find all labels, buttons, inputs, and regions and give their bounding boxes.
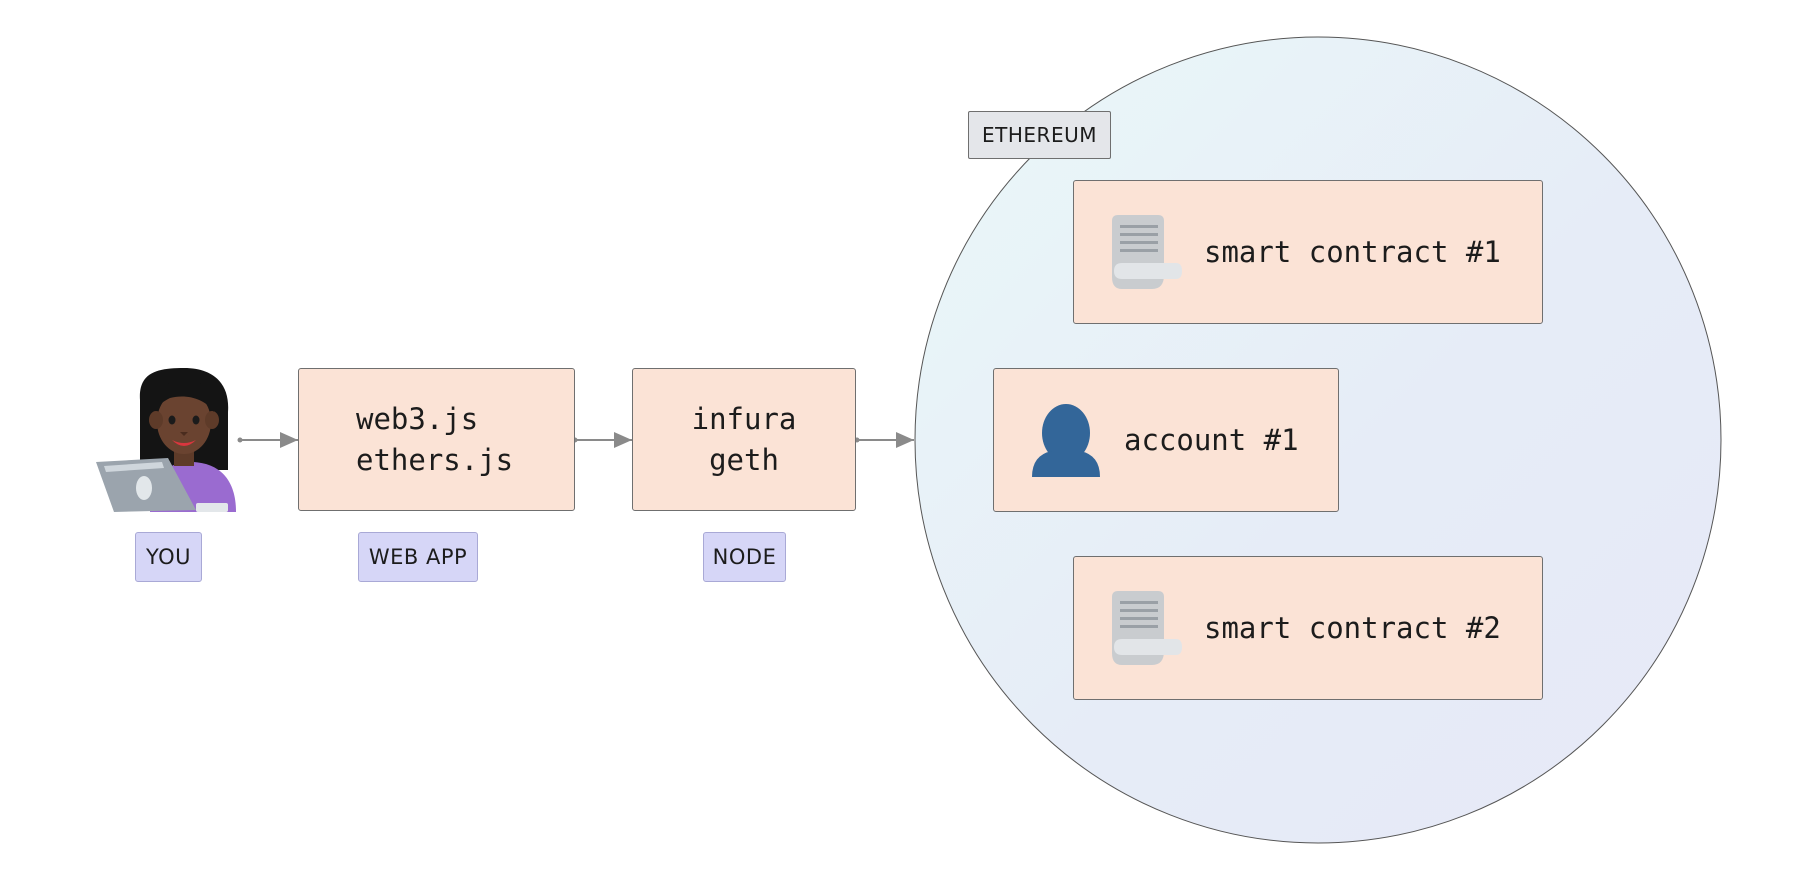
smart-contract-1-box: smart contract #1 xyxy=(1073,180,1543,324)
node-box: infura geth xyxy=(632,368,856,511)
node-line-2: geth xyxy=(709,442,779,477)
scroll-document-icon xyxy=(1112,215,1182,289)
node-line-1: infura xyxy=(691,401,797,436)
web-app-line-1: web3.js xyxy=(356,401,479,436)
scroll-document-icon xyxy=(1112,591,1182,665)
smart-contract-2-box: smart contract #2 xyxy=(1073,556,1543,700)
account-1-text: account #1 xyxy=(1124,423,1299,457)
web-app-label: WEB APP xyxy=(358,532,478,582)
web-app-line-2: ethers.js xyxy=(356,442,514,477)
connector-node-to-ethereum xyxy=(854,432,914,448)
ethereum-label: ETHEREUM xyxy=(968,111,1111,159)
smart-contract-2-text: smart contract #2 xyxy=(1204,611,1501,645)
you-label: YOU xyxy=(135,532,202,582)
connector-you-to-webapp xyxy=(237,432,298,448)
person-silhouette-icon xyxy=(1032,404,1100,477)
node-label: NODE xyxy=(703,532,786,582)
account-1-box: account #1 xyxy=(993,368,1339,512)
web-app-box: web3.js ethers.js xyxy=(298,368,575,511)
woman-with-laptop-icon xyxy=(96,368,236,512)
connector-webapp-to-node xyxy=(572,432,632,448)
smart-contract-1-text: smart contract #1 xyxy=(1204,235,1501,269)
